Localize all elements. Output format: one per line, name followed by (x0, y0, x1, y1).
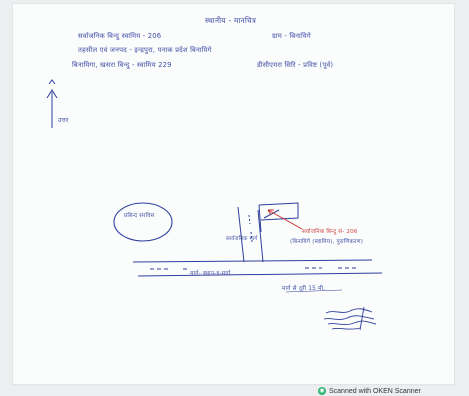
header-line-1-left: सर्वाजनिक बिन्दु स्वामिय - 206 (78, 32, 162, 40)
scanner-watermark: ◉ Scanned with OKEN Scanner (318, 386, 421, 396)
scanner-text: Scanned with OKEN Scanner (329, 387, 421, 395)
header-line-1-right: ग्राम - बिनायिगे (272, 32, 311, 40)
plot-marker (258, 202, 299, 233)
junction-label: सार्वजनिक मार्ग (226, 236, 258, 242)
red-pointer-arrow (267, 209, 303, 230)
landmark-circle (113, 202, 173, 242)
document-page (13, 4, 454, 384)
scanner-logo-icon: ◉ (318, 387, 326, 395)
north-label: उत्तर (58, 117, 69, 124)
signature (323, 306, 377, 331)
distance-underline (285, 289, 343, 293)
plot-label-blue: (बिनायिगे (स्वामिय), पुराणिकरण) (290, 239, 364, 245)
road-name-label: मार्ग- स्थान-इ-मार्ग (190, 271, 231, 277)
distance-label: मार्ग से दूरी 15 मी. (282, 286, 326, 292)
north-arrow-icon (46, 79, 58, 128)
header-line-3-left: बिनायिगा, खसरा बिन्दु - स्वामिय 229 (72, 61, 172, 69)
document-title: स्थानीय - मानचित्र (205, 16, 257, 25)
header-line-2: तहसील एवं जनपद - इन्द्रपुरा, पनाक प्रदेश… (78, 46, 212, 54)
side-road (237, 206, 264, 263)
header-line-3-right: डीसीएमरा सिरि - प्रविष्ट (पूर्व) (257, 61, 334, 69)
landmark-label: प्रबिन्द सरविस (124, 213, 155, 219)
main-road (132, 259, 383, 277)
plot-label-red: सर्वाजनिक बिन्दु सं- 206 (302, 229, 358, 235)
